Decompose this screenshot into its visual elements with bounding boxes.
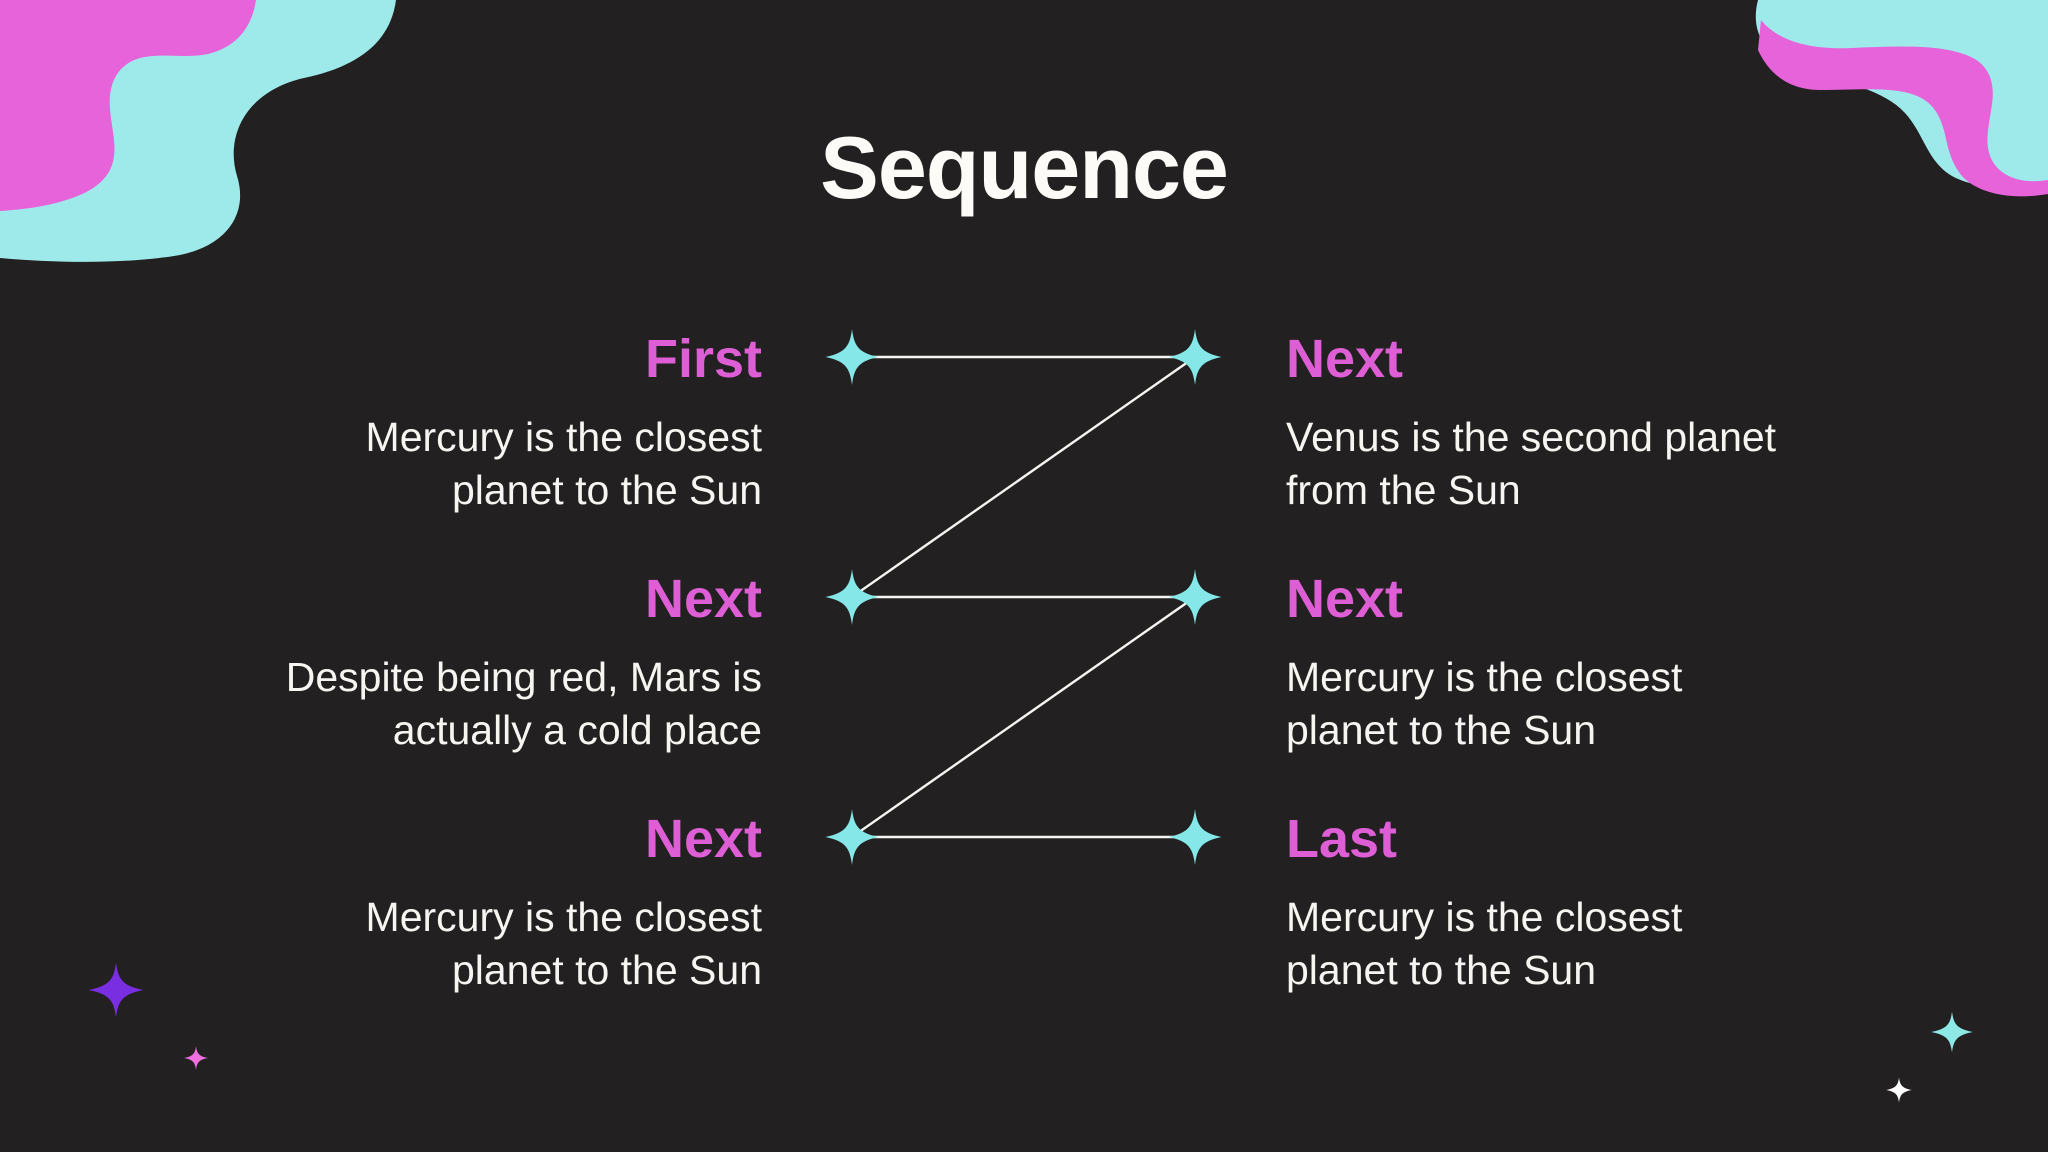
sequence-step-next-1: Next Venus is the second planet from the… <box>1286 331 1846 517</box>
sparkle-star-icon <box>825 809 879 865</box>
pink-star-icon <box>184 1046 208 1070</box>
step-description-line: Despite being red, Mars is <box>285 654 762 700</box>
sequence-step-next-4: Next Mercury is the closest planet to th… <box>202 811 762 997</box>
sequence-step-next-3: Next Mercury is the closest planet to th… <box>1286 571 1846 757</box>
step-description: Venus is the second planet from the Sun <box>1286 411 1846 517</box>
step-label: Next <box>644 569 762 629</box>
step-description: Mercury is the closest planet to the Sun <box>1286 891 1846 997</box>
purple-star-icon <box>88 962 144 1018</box>
sparkle-star-icon <box>825 569 879 625</box>
step-label: Next <box>644 809 762 869</box>
connector-line <box>851 356 1196 598</box>
step-description-line: Mercury is the closest <box>1286 654 1683 700</box>
step-label: Next <box>1286 569 1404 629</box>
step-description-line: Mercury is the closest <box>365 414 762 460</box>
step-description-line: Venus is the second planet <box>1286 414 1777 460</box>
sparkle-star-icon <box>1168 329 1222 385</box>
page-title: Sequence <box>820 118 1229 217</box>
step-description-line: planet to the Sun <box>451 467 762 513</box>
step-description: Mercury is the closest planet to the Sun <box>1286 651 1846 757</box>
connector-line <box>851 596 1196 838</box>
step-description-line: from the Sun <box>1286 467 1521 513</box>
white-star-icon <box>1886 1077 1912 1103</box>
cyan-star-icon <box>1931 1011 1973 1053</box>
sparkle-star-icon <box>1168 569 1222 625</box>
step-label: Next <box>1286 329 1404 389</box>
step-label: First <box>644 329 762 389</box>
top-right-blob-pink <box>1758 20 2048 197</box>
step-description-line: planet to the Sun <box>1286 707 1597 753</box>
step-description: Mercury is the closest planet to the Sun <box>202 411 762 517</box>
step-description: Mercury is the closest planet to the Sun <box>202 891 762 997</box>
step-label: Last <box>1286 809 1398 869</box>
step-description-line: planet to the Sun <box>451 947 762 993</box>
sparkle-star-icon <box>1168 809 1222 865</box>
sequence-step-last: Last Mercury is the closest planet to th… <box>1286 811 1846 997</box>
step-description-line: Mercury is the closest <box>365 894 762 940</box>
sparkle-star-icon <box>825 329 879 385</box>
sequence-connectors <box>851 355 1196 839</box>
step-description: Despite being red, Mars is actually a co… <box>202 651 762 757</box>
step-description-line: planet to the Sun <box>1286 947 1597 993</box>
top-left-blob-pink <box>0 0 256 211</box>
sequence-step-first: First Mercury is the closest planet to t… <box>202 331 762 517</box>
step-description-line: actually a cold place <box>392 707 762 753</box>
sequence-step-next-2: Next Despite being red, Mars is actually… <box>202 571 762 757</box>
step-description-line: Mercury is the closest <box>1286 894 1683 940</box>
